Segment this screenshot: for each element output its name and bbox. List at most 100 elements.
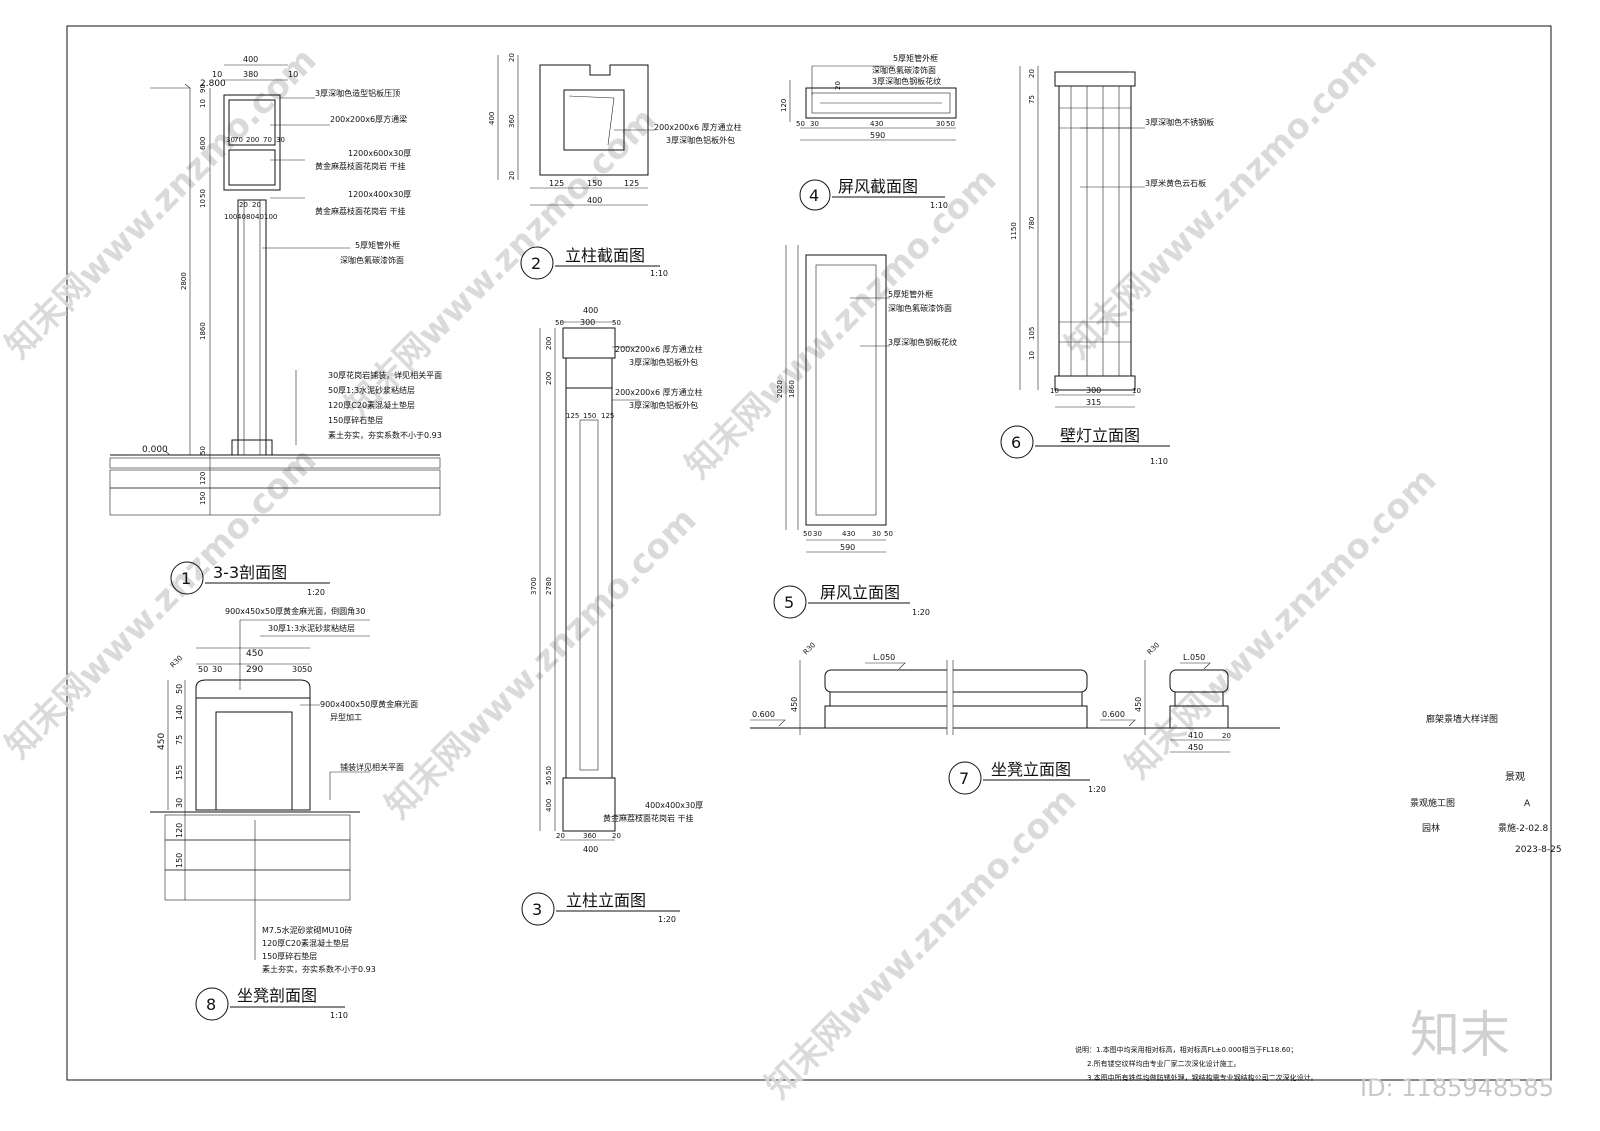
s1-dim-10a: 10 (212, 70, 222, 79)
discipline: 景观 (1505, 771, 1525, 783)
s4-label-1: 深咖色氟碳漆饰面 (872, 65, 936, 75)
s1-label-7: 深咖色氟碳漆饰面 (340, 255, 404, 265)
s3-label-1: 3厚深咖色铝板外包 (629, 357, 698, 367)
s6-dim-20: 20 (1028, 69, 1036, 78)
s1-label-5: 黄金麻荔枝面花岗岩 干挂 (315, 206, 406, 216)
view-2-scale: 1:10 (650, 269, 668, 278)
s5-dim-430: 430 (842, 530, 855, 538)
s3-dim-50a: 50 (555, 319, 564, 327)
view-1-title: 1 3-3剖面图 1:20 (170, 561, 330, 597)
s7-elev-ground-a: 0.600 (752, 710, 775, 719)
s8-dim-140: 140 (175, 705, 184, 720)
s1-dim-20a: 20 (239, 201, 248, 209)
s8-label-3: 异型加工 (330, 712, 362, 722)
s3-label-2: 200x200x6 厚方通立柱 (615, 387, 703, 397)
stage: 景观施工图 (1410, 797, 1455, 809)
view-3-scale: 1:20 (658, 915, 676, 924)
brand-watermark: 知末 (1410, 1006, 1510, 1064)
s4-label-0: 5厚矩管外框 (893, 53, 938, 63)
s1-label-3: 黄金麻荔枝面花岗岩 干挂 (315, 161, 406, 171)
s3-dim-200a: 200 (545, 337, 553, 350)
s2-dim-20b: 20 (508, 171, 516, 180)
s4-dim-120: 120 (780, 99, 788, 112)
view-3-number: 3 (532, 900, 542, 919)
s1-dim-20b: 20 (252, 201, 261, 209)
s3-dim-20a: 20 (556, 832, 565, 840)
s8-dim-r30: R30 (169, 654, 184, 669)
s1-dim-400: 400 (243, 55, 258, 64)
s2-dim-125a: 125 (549, 179, 564, 188)
s3-label-4: 400x400x30厚 (645, 801, 703, 810)
s2-label-1: 3厚深咖色铝板外包 (666, 135, 735, 145)
s1-dim-10b: 10 (288, 70, 298, 79)
s5-dim-1860: 1860 (788, 380, 796, 398)
view-6-number: 6 (1011, 433, 1021, 452)
s1-dim-10d: 10 (199, 199, 207, 208)
date: 2023-8-25 (1515, 845, 1562, 855)
s8-dim-450a: 450 (246, 649, 263, 659)
s1-dim-40a: 40 (237, 213, 246, 221)
s2-dim-400b: 400 (488, 112, 496, 125)
s6-dim-1150: 1150 (1010, 222, 1018, 240)
s1-layer-1: 50厚1:3水泥砂浆粘结层 (328, 385, 415, 395)
s7-elev-top-b: L.050 (1183, 653, 1205, 662)
s5-label-2: 3厚深咖色钢板花纹 (888, 337, 957, 347)
s3-dim-50c: 50 (545, 776, 553, 785)
s1-label-2: 1200x600x30厚 (348, 149, 411, 158)
view-6-name: 壁灯立面图 (1060, 426, 1140, 445)
s2-dim-400: 400 (587, 196, 602, 205)
s1-dim-70b: 70 (263, 136, 272, 144)
s5-dim-2020: 2020 (776, 380, 784, 398)
view-8-title: 8 坐凳剖面图 1:10 (195, 986, 348, 1021)
s1-dim-150: 150 (199, 492, 207, 505)
view-7-title: 7 坐凳立面图 1:20 (948, 760, 1106, 795)
s7-elev-top-a: L.050 (873, 653, 895, 662)
sheet-title: 廊架景墙大样详图 (1426, 713, 1498, 725)
view-4-number: 4 (809, 186, 819, 205)
view-7-name: 坐凳立面图 (991, 760, 1071, 779)
s3-dim-50d: 50 (545, 766, 553, 775)
view-4-name: 屏风截面图 (838, 177, 918, 196)
section-8-drawing (150, 619, 370, 960)
view-5-title: 5 屏风立面图 1:20 (773, 583, 930, 619)
view-1-scale: 1:20 (307, 588, 325, 597)
s8-dim-30c: 30 (175, 798, 184, 808)
view-3-name: 立柱立面图 (566, 891, 646, 910)
s6-label-0: 3厚深咖色不锈钢板 (1145, 117, 1214, 127)
s1-label-4: 1200x400x30厚 (348, 190, 411, 199)
s1-dim-600: 600 (199, 137, 207, 150)
s2-dim-125b: 125 (624, 179, 639, 188)
section-7-drawing (750, 660, 1280, 753)
s4-dim-590: 590 (870, 131, 885, 140)
view-2-title: 2 立柱截面图 1:10 (520, 246, 668, 280)
view-6-title: 6 壁灯立面图 1:10 (1000, 425, 1170, 466)
s5-dim-50b: 50 (884, 530, 893, 538)
s4-dim-430: 430 (870, 120, 883, 128)
s6-dim-780: 780 (1028, 217, 1036, 230)
general-notes: 说明：1.本图中均采用相对标高，相对标高FL±0.000相当于FL18.60； … (1075, 1045, 1318, 1082)
s5-dim-50a: 50 (803, 530, 812, 538)
section-4-drawing (789, 65, 957, 141)
s8-dim-290: 290 (246, 665, 263, 675)
s3-dim-400c: 400 (583, 845, 598, 854)
note-3: 3.本图中所有铁件均做防锈处理，钢结构需专业钢结构公司二次深化设计。 (1087, 1073, 1318, 1082)
s4-dim-20: 20 (834, 81, 842, 90)
view-6-scale: 1:10 (1150, 457, 1168, 466)
s1-dim-120: 120 (199, 472, 207, 485)
s3-dim-360: 360 (583, 832, 596, 840)
section-1-drawing (109, 64, 441, 516)
s5-dim-30a: 30 (813, 530, 822, 538)
category: 园林 (1422, 822, 1440, 834)
s8-label-2: 900x400x50厚黄金麻光面 (320, 699, 418, 709)
s1-dim-200: 200 (246, 136, 259, 144)
s3-dim-2780: 2780 (545, 577, 553, 595)
s3-dim-50b: 50 (612, 319, 621, 327)
s6-dim-10a: 10 (1050, 387, 1059, 395)
s8-layer-3: 素土夯实，夯实系数不小于0.93 (262, 964, 376, 974)
s5-label-0: 5厚矩管外框 (888, 289, 933, 299)
s3-dim-400: 400 (583, 306, 598, 315)
s1-dim-380: 380 (243, 70, 258, 79)
s8-dim-155: 155 (175, 765, 184, 780)
s1-dim-100a: 100 (224, 213, 237, 221)
s1-dim-50b: 50 (199, 446, 207, 455)
